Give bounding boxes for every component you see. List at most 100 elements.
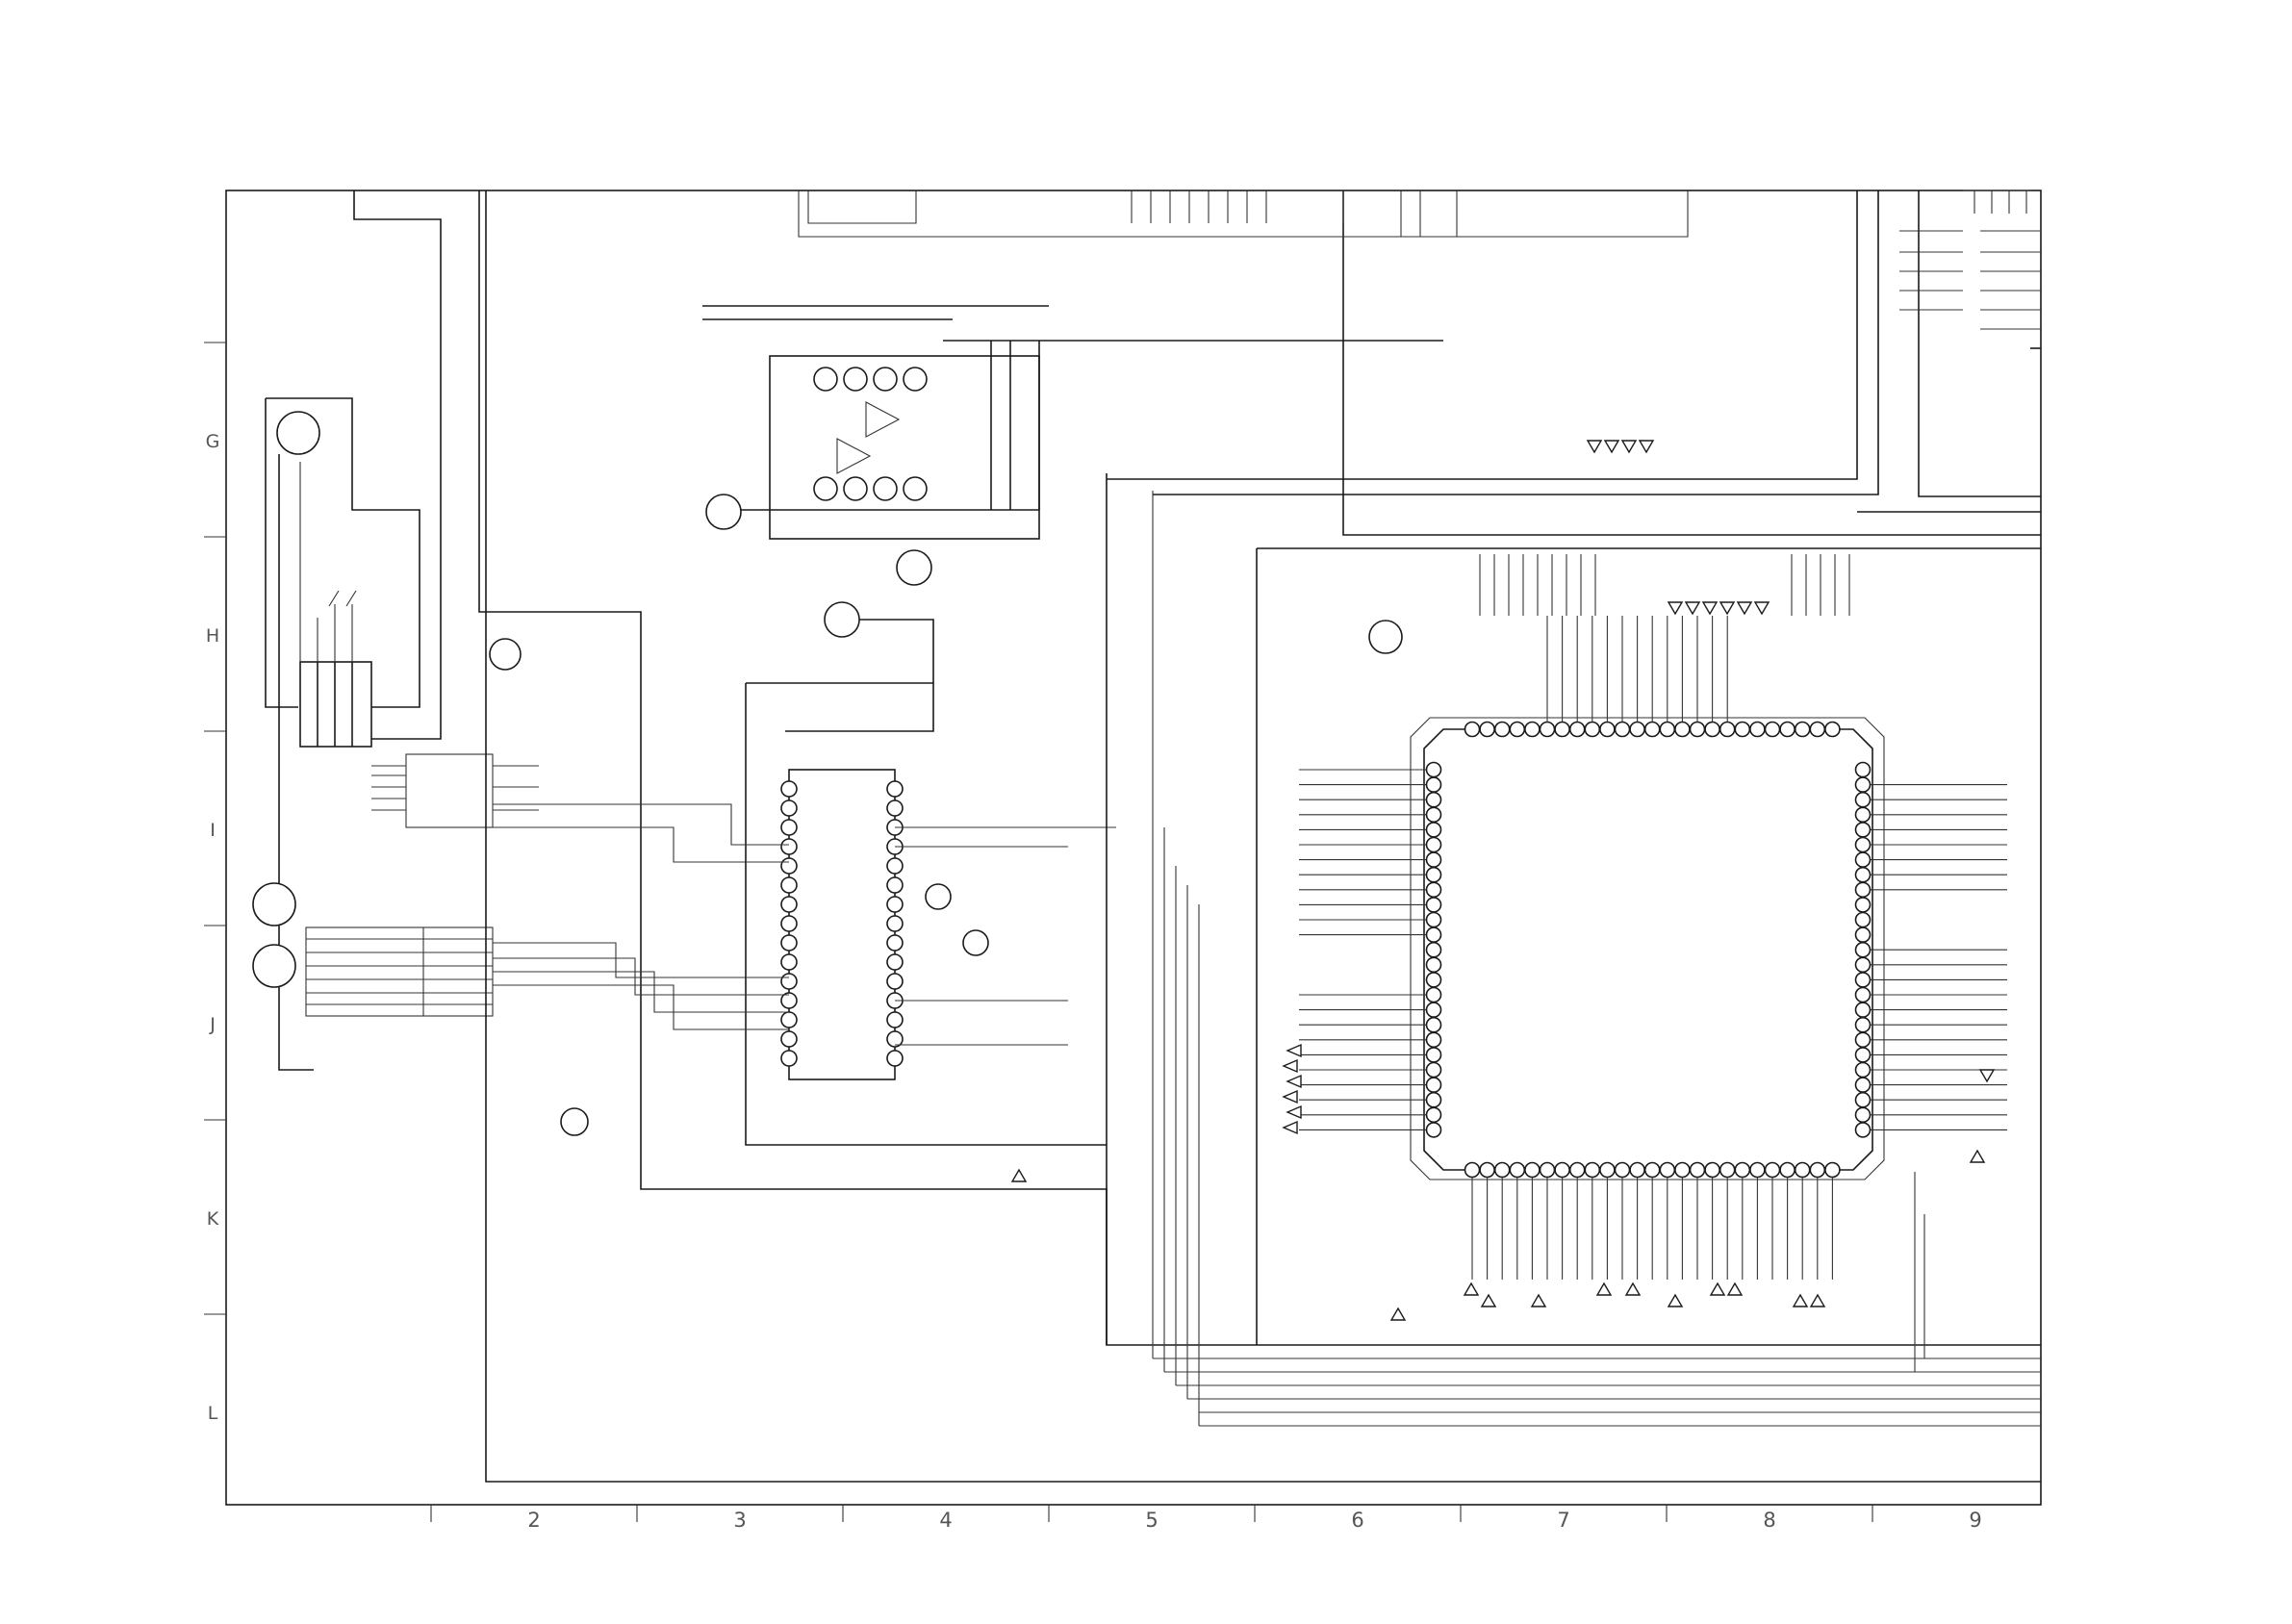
ic-pin xyxy=(1495,723,1510,737)
ic-pin xyxy=(1427,1063,1441,1078)
ic-pin xyxy=(1616,1163,1630,1178)
test-point-circle xyxy=(706,495,741,529)
ic-pin xyxy=(1427,807,1441,822)
ic-pin xyxy=(1856,823,1871,837)
ic-pin xyxy=(1795,723,1810,737)
column-label: 3 xyxy=(733,1509,746,1532)
top-header-traces xyxy=(799,190,1688,237)
ic-pin xyxy=(1856,882,1871,897)
column-label: 7 xyxy=(1557,1509,1569,1532)
ic-pin xyxy=(1427,1123,1441,1137)
ic-pin xyxy=(1750,1163,1765,1178)
ic-pin xyxy=(781,781,797,797)
ic-pin xyxy=(887,877,903,893)
ic-pin xyxy=(1630,1163,1644,1178)
ic-pin xyxy=(1825,1163,1840,1178)
ic-pin xyxy=(1691,1163,1705,1178)
ic-pin xyxy=(1856,927,1871,942)
column-label: 4 xyxy=(939,1509,952,1532)
ic-pin xyxy=(1427,793,1441,807)
ic-pin xyxy=(1766,1163,1780,1178)
ic-pin xyxy=(1465,723,1480,737)
row-label: L xyxy=(208,1403,218,1424)
ic-pin xyxy=(1427,957,1441,972)
ic-pin xyxy=(1427,1048,1441,1062)
row-label: K xyxy=(207,1208,219,1230)
row-label-list: G H I J K L xyxy=(206,431,220,1424)
ic-pin xyxy=(887,916,903,931)
test-point-circle xyxy=(561,1108,588,1135)
qfp-left-pins xyxy=(1427,763,1441,1137)
ic-pin xyxy=(1525,723,1540,737)
ic-pin xyxy=(1810,723,1824,737)
ic-pin xyxy=(1720,1163,1735,1178)
ic-pin xyxy=(1856,807,1871,822)
left-connector-block xyxy=(266,190,441,1070)
ic-pin xyxy=(1675,723,1690,737)
ic-pin xyxy=(887,1051,903,1066)
connector-bus xyxy=(371,754,539,827)
ic-pin xyxy=(1427,988,1441,1002)
row-label: H xyxy=(206,625,219,647)
qfp-top-pins xyxy=(1465,723,1840,737)
ic-pin xyxy=(1600,1163,1615,1178)
test-point-circle xyxy=(490,639,521,670)
ic-pin xyxy=(1856,988,1871,1002)
qfp-ic-outline xyxy=(1411,718,1884,1180)
ic-pin xyxy=(887,858,903,874)
ic-pin xyxy=(1735,1163,1749,1178)
ic-pin xyxy=(1735,723,1749,737)
ic-pin xyxy=(887,974,903,989)
ic-pin xyxy=(1427,777,1441,792)
column-label: 5 xyxy=(1145,1509,1158,1532)
sheet-frame xyxy=(226,190,2041,1505)
ic-pin xyxy=(1427,838,1441,852)
ic-pin xyxy=(1691,723,1705,737)
ic-pin xyxy=(1856,852,1871,867)
ic-pin xyxy=(1555,1163,1569,1178)
left-long-traces xyxy=(479,190,2041,1482)
jack-circle xyxy=(253,945,295,987)
ic-pin xyxy=(1427,823,1441,837)
ic-pin xyxy=(1645,723,1660,737)
opamp-block xyxy=(702,306,1443,539)
column-label: 9 xyxy=(1969,1509,1981,1532)
test-point-circle xyxy=(897,550,931,585)
ic-pin xyxy=(1780,723,1795,737)
ic-pin xyxy=(781,858,797,874)
row-label: G xyxy=(206,431,220,452)
ic-pin xyxy=(1427,1018,1441,1032)
ic-pin xyxy=(1427,943,1441,957)
vertical-ic-traces xyxy=(493,804,1116,1045)
ic-pin xyxy=(887,800,903,816)
ic-pin xyxy=(781,1012,797,1028)
ic-pin xyxy=(1480,1163,1494,1178)
top-triangle-row xyxy=(1588,441,1769,614)
ic-pin xyxy=(781,954,797,970)
ic-pin xyxy=(781,877,797,893)
ic-pin xyxy=(1427,882,1441,897)
ic-pin xyxy=(1465,1163,1480,1178)
ic-pin xyxy=(1510,1163,1524,1178)
column-label: 8 xyxy=(1763,1509,1775,1532)
ic-pin xyxy=(1705,1163,1719,1178)
ic-pin xyxy=(781,820,797,835)
left-switches xyxy=(300,462,356,662)
ic-pin xyxy=(1427,898,1441,912)
ic-pin xyxy=(1856,1093,1871,1107)
ic-pin xyxy=(1856,1063,1871,1078)
left-triangle-column xyxy=(1284,1045,1301,1133)
ic-pin xyxy=(1427,852,1441,867)
ic-pin xyxy=(1600,723,1615,737)
ic-pin xyxy=(1427,927,1441,942)
ic-pin xyxy=(781,839,797,854)
ic-pin xyxy=(1856,763,1871,777)
vertical-ic-left-pins xyxy=(781,781,797,1066)
ic-pin xyxy=(1427,973,1441,987)
ic-pin xyxy=(1766,723,1780,737)
ic-pin xyxy=(1427,1107,1441,1122)
vertical-ic-right-pins xyxy=(887,781,903,1066)
column-label: 2 xyxy=(527,1509,540,1532)
ic-pin xyxy=(1856,1032,1871,1047)
